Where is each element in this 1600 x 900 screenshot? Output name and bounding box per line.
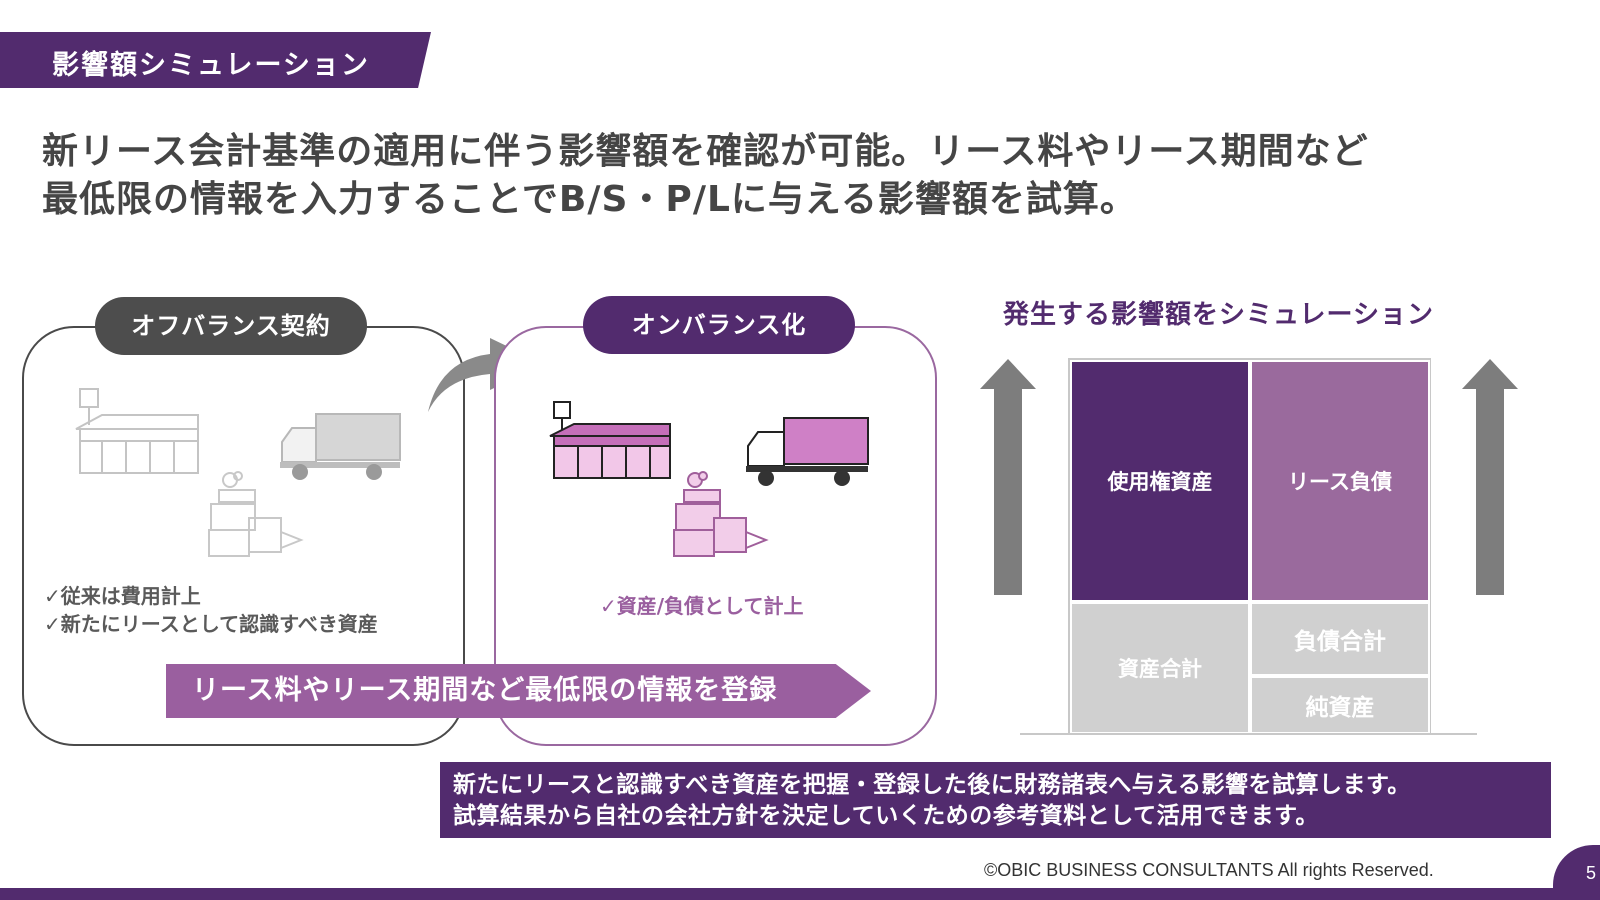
truck-icon (280, 413, 401, 480)
on-balance-checks: ✓資産/負債として計上 (600, 592, 803, 620)
right-of-use-asset-block: 使用権資産 (1070, 360, 1250, 602)
register-info-banner: リース料やリース期間など最低限の情報を登録 (166, 664, 871, 718)
simulation-title: 発生する影響額をシミュレーション (1003, 300, 1434, 330)
on-check-1: ✓資産/負債として計上 (600, 594, 804, 618)
headline-line-2: 最低限の情報を入力することでB/S・P/Lに与える影響額を試算。 (42, 179, 1137, 220)
balance-sheet-baseline (1020, 733, 1477, 735)
bottom-note-line-1: 新たにリースと認識すべき資産を把握・登録した後に財務諸表へ与える影響を試算します… (453, 772, 1411, 798)
off-balance-checks: ✓従来は費用計上 ✓新たにリースとして認識すべき資産 (44, 582, 378, 638)
lease-liability-block: リース負債 (1250, 360, 1430, 602)
total-liabilities-block: 負債合計 (1250, 602, 1430, 676)
headline: 新リース会計基準の適用に伴う影響額を確認が可能。リース料やリース期間など 最低限… (42, 128, 1552, 224)
up-arrow-icon (980, 359, 1036, 595)
bottom-note-line-2: 試算結果から自社の会社方針を決定していくための参考資料として活用できます。 (453, 803, 1319, 829)
off-check-2: ✓新たにリースとして認識すべき資産 (44, 612, 378, 636)
on-balance-label: オンバランス化 (583, 296, 855, 354)
off-check-1: ✓従来は費用計上 (44, 584, 201, 608)
truck-icon (746, 417, 869, 486)
machine-icon (208, 471, 304, 557)
machine-icon (673, 471, 769, 557)
bottom-note: 新たにリースと認識すべき資産を把握・登録した後に財務諸表へ与える影響を試算します… (440, 762, 1551, 838)
total-assets-block: 資産合計 (1070, 602, 1250, 734)
up-arrow-icon (1462, 359, 1518, 595)
section-title-banner: 影響額シミュレーション (0, 32, 431, 88)
store-icon (549, 401, 671, 479)
store-icon (75, 388, 199, 474)
section-title: 影響額シミュレーション (52, 50, 370, 81)
net-assets-block: 純資産 (1250, 676, 1430, 734)
headline-line-1: 新リース会計基準の適用に伴う影響額を確認が可能。リース料やリース期間など (42, 131, 1369, 172)
off-balance-label: オフバランス契約 (95, 297, 367, 355)
footer-bar (0, 888, 1600, 900)
copyright: ©OBIC BUSINESS CONSULTANTS All rights Re… (984, 860, 1434, 880)
